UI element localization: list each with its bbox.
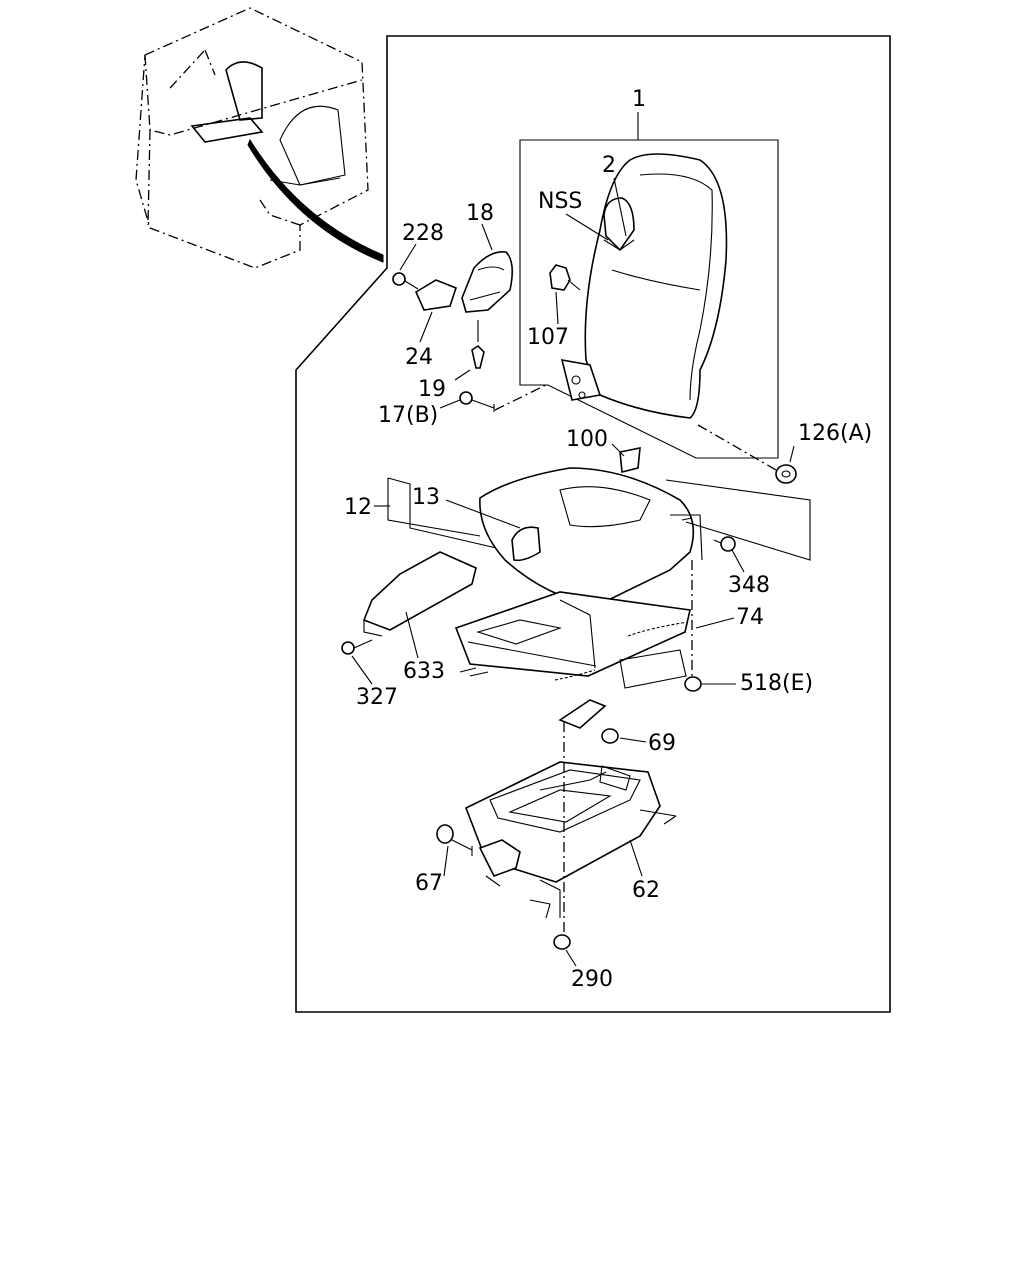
callout-67: 67 [415,871,443,896]
nut-126a-icon [697,424,797,484]
callout-228: 228 [402,221,444,246]
callout-18: 18 [466,201,494,226]
cab-overview [135,7,384,269]
callout-107: 107 [527,325,569,350]
nut-518e-icon [684,560,702,692]
callout-1: 1 [632,87,646,112]
callout-24: 24 [405,345,433,370]
callout-126a: 126(A) [798,421,872,446]
callout-19: 19 [418,377,446,402]
callout-290: 290 [571,967,613,992]
callout-100: 100 [566,427,608,452]
callout-348: 348 [728,573,770,598]
callout-13: 13 [412,485,440,510]
callout-327: 327 [356,685,398,710]
seat-base-frame-assembly [436,722,677,950]
callout-74: 74 [736,605,764,630]
clip-100-icon [619,447,641,474]
seat-slide-rail-assembly [454,591,691,729]
callout-nss: NSS [538,189,582,214]
callout-633: 633 [403,659,445,684]
seat-cushion-assembly [387,467,811,607]
diagram-frame [295,35,891,1013]
callout-62: 62 [632,878,660,903]
callout-69: 69 [648,731,676,756]
nut-69-icon [601,728,619,744]
callout-518e: 518(E) [740,671,813,696]
callout-labels: 1 2 NSS 18 228 24 107 19 17(B) 100 126(A… [344,87,872,992]
callout-17b: 17(B) [378,403,438,428]
callout-12: 12 [344,495,372,520]
leader-lines [351,177,795,967]
callout-2: 2 [602,153,616,178]
seat-back-assembly [519,112,779,459]
recliner-parts [392,251,549,412]
bracket-633-icon [341,551,477,655]
